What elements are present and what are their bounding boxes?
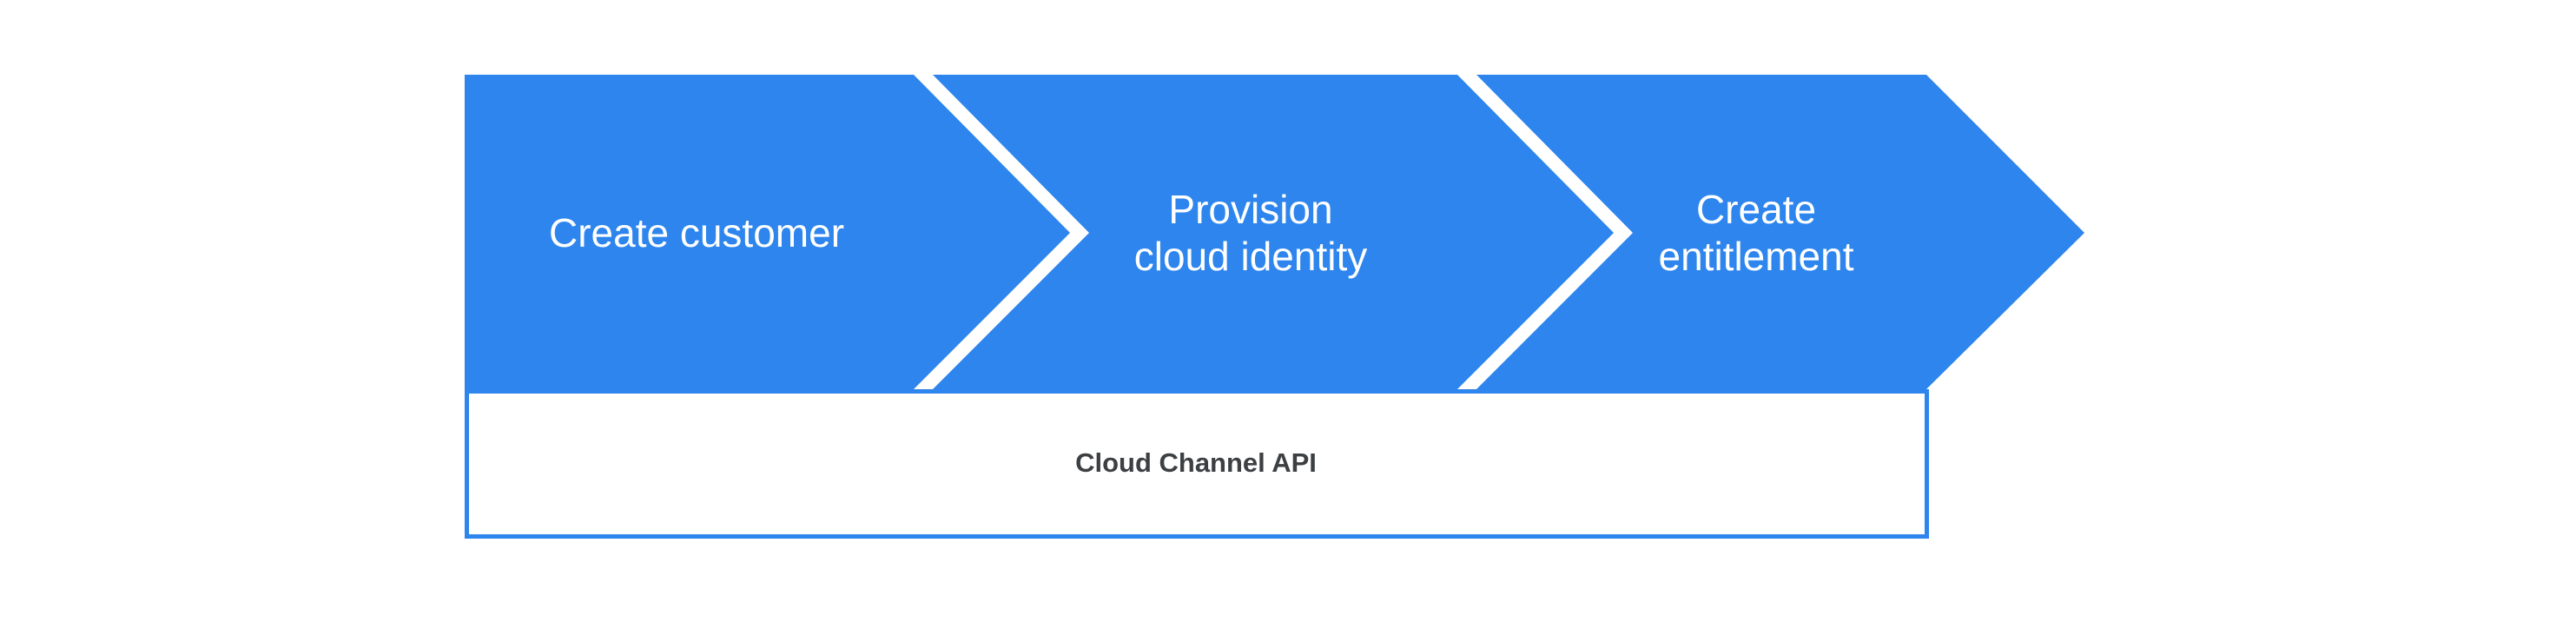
- chevron-stage-3[interactable]: [1476, 75, 2084, 389]
- chevron-stage-1[interactable]: [465, 75, 1070, 389]
- cloud-channel-api-box[interactable]: [465, 389, 1929, 539]
- chevron-stage-2[interactable]: [933, 75, 1614, 389]
- cloud-channel-api-label: Cloud Channel API: [1075, 447, 1317, 478]
